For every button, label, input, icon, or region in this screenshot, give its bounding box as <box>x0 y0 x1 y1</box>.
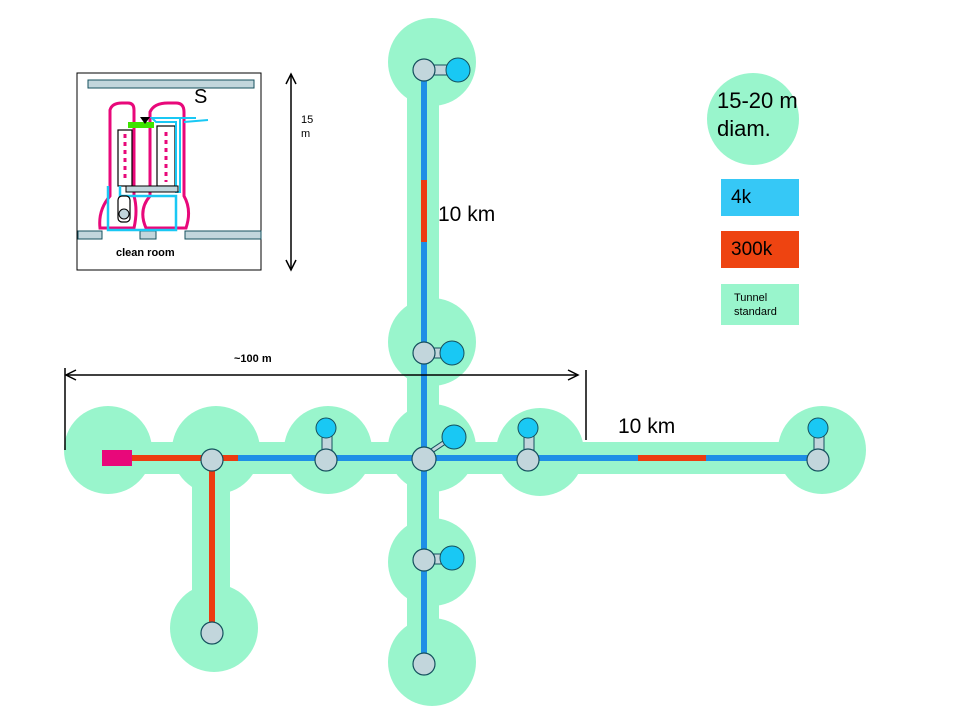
legend-item-4k: 4k <box>721 179 799 216</box>
inset-crane-hook: S <box>194 86 207 108</box>
junction-nodes <box>200 58 830 676</box>
inset-cryo-line-top <box>176 117 209 123</box>
inset-crane-rail <box>87 79 255 89</box>
inset-cryo-shield <box>106 186 178 232</box>
legend-cavern-size-circle <box>707 73 799 165</box>
arm-horizontal-length-label: 10 km <box>618 415 675 438</box>
legend-item-tunnel-label: Tunnel standard <box>734 291 777 318</box>
cryostat-nodes <box>315 57 829 571</box>
inset-floor-left <box>77 230 103 240</box>
cryostat-top <box>445 57 471 83</box>
legend-cavern-size-line1: 15-20 m <box>717 88 798 113</box>
legend-cavern-size-line2: diam. <box>717 116 771 141</box>
inset-transfer-bar <box>125 185 179 193</box>
span-dimension <box>64 368 587 450</box>
cryostat-inner-right <box>517 417 539 439</box>
inset-green-top <box>128 122 154 128</box>
cryostat-upper-mid <box>439 340 465 366</box>
node-branch-bottom <box>200 621 224 645</box>
inset-lower-vessel-base <box>118 208 130 220</box>
node-far-right <box>806 448 830 472</box>
inset-outer-cryostat-right <box>141 101 191 230</box>
node-bottom <box>412 652 436 676</box>
cavern-upper-mid <box>388 298 476 386</box>
cavern-inner-right <box>496 408 584 496</box>
cryostat-lower-mid <box>439 545 465 571</box>
legend-cavern-size-text: 15-20 m diam. <box>717 87 798 143</box>
node-inner-right <box>516 448 540 472</box>
legend-item-4k-label: 4k <box>731 186 752 208</box>
height-unit: m <box>301 128 310 140</box>
node-lower-mid <box>412 548 436 572</box>
cryostat-far-right <box>807 417 829 439</box>
node-inner-left <box>314 448 338 472</box>
inset-clean-room-label: clean room <box>116 247 175 259</box>
inset-floor-mid <box>139 230 157 240</box>
height-dimension <box>285 72 297 272</box>
clean-room-inset: S clean room <box>76 72 262 271</box>
span-arrowhead-left <box>64 369 77 381</box>
cryostat-center <box>441 424 467 450</box>
height-arrowhead-top <box>285 72 297 85</box>
cryostat-inner-left <box>315 417 337 439</box>
legend-item-300k: 300k <box>721 231 799 268</box>
beam-source-block <box>102 450 132 466</box>
arm-vertical-length-label: 10 km <box>438 203 495 226</box>
span-label: ~100 m <box>234 353 272 365</box>
node-left <box>200 448 224 472</box>
legend-item-tunnel: Tunnel standard <box>721 284 799 325</box>
height-number: 15 <box>301 114 313 126</box>
span-arrowhead-right <box>567 369 580 381</box>
inset-inner-vessel-left <box>117 129 133 187</box>
legend-item-300k-label: 300k <box>731 238 773 260</box>
node-top <box>412 58 436 82</box>
inset-triangle-marker <box>140 117 150 124</box>
node-center <box>411 446 437 472</box>
height-arrowhead-bottom <box>285 259 297 272</box>
inset-floor-right <box>184 230 262 240</box>
node-upper-mid <box>412 341 436 365</box>
